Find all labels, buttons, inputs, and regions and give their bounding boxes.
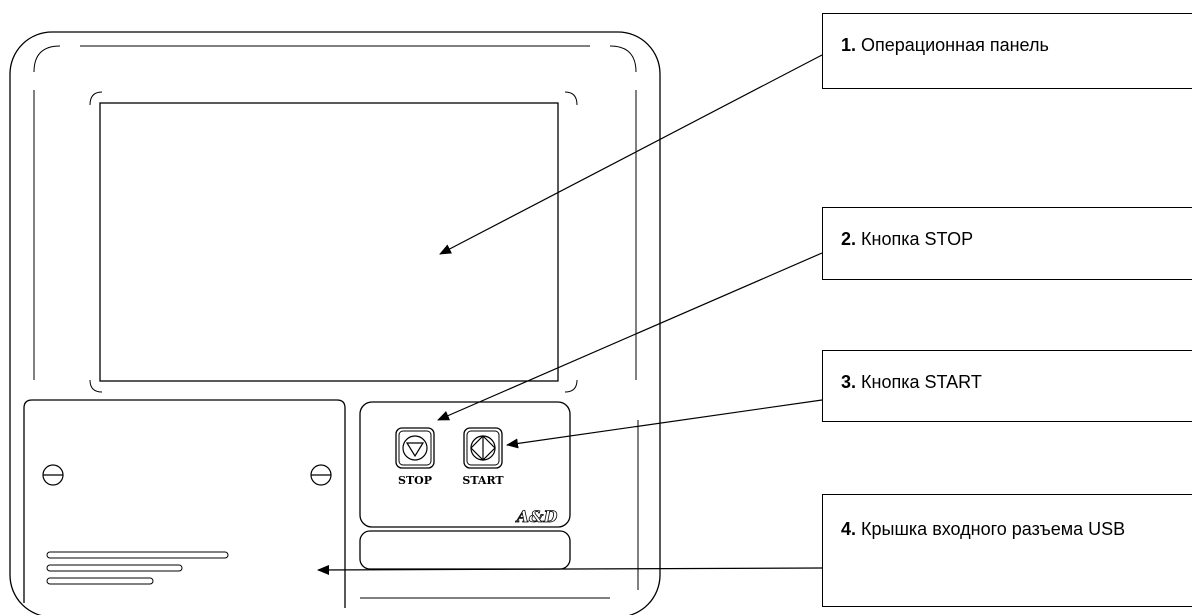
start-button[interactable] — [463, 427, 503, 469]
arrow-start-button — [506, 399, 823, 449]
callout-stop-button: 2. Кнопка STOP — [822, 207, 1192, 280]
usb-cover — [23, 399, 346, 608]
stop-button-label: STOP — [398, 474, 432, 487]
device-housing — [9, 31, 661, 615]
operation-panel-screen — [89, 91, 578, 393]
stop-button[interactable] — [395, 427, 435, 469]
callout-operation-panel: 1. Операционная панель — [822, 13, 1192, 89]
callout-number: 1. — [841, 35, 857, 55]
callout-text: Крышка входного разъема USB — [861, 519, 1126, 539]
start-button-label: START — [462, 474, 504, 487]
brand-logo: A&D — [515, 507, 558, 526]
screw-icon — [310, 464, 332, 486]
arrow-usb-cover — [317, 564, 823, 575]
stop-triangle-icon — [402, 435, 428, 461]
callout-number: 2. — [841, 229, 857, 249]
callout-text: Операционная панель — [861, 35, 1049, 55]
start-diamond-icon — [470, 435, 496, 461]
callout-start-button: 3. Кнопка START — [822, 350, 1192, 422]
arrow-stop-button — [437, 252, 823, 421]
leader-arrows — [317, 54, 823, 575]
arrow-operation-panel — [439, 54, 823, 255]
callout-number: 4. — [841, 519, 857, 539]
screw-icon — [42, 464, 64, 486]
callout-text: Кнопка STOP — [861, 229, 974, 249]
callout-usb-cover: 4. Крышка входного разъема USB — [822, 494, 1192, 607]
callout-number: 3. — [841, 372, 857, 392]
callout-text: Кнопка START — [861, 372, 982, 392]
